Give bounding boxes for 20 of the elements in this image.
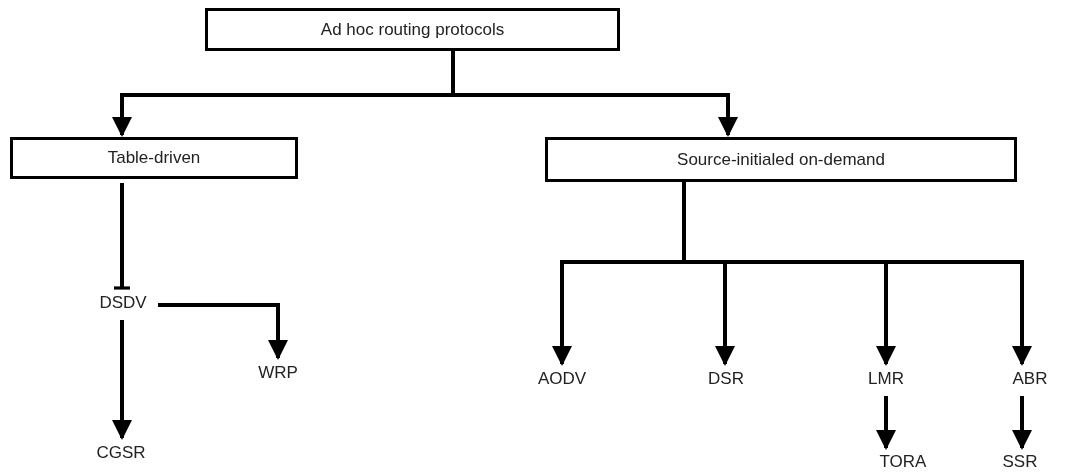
protocol-label: WRP xyxy=(250,360,306,386)
arrow xyxy=(876,396,896,450)
protocol-label: ABR xyxy=(1000,366,1060,392)
protocol-label: AODV xyxy=(528,366,596,392)
protocol-label: DSR xyxy=(700,366,752,392)
arrow xyxy=(112,320,132,440)
arrow xyxy=(1012,396,1032,450)
protocol-label: DSDV xyxy=(92,290,154,316)
box-title: Ad hoc routing protocols xyxy=(320,19,505,40)
protocol-label: CGSR xyxy=(90,440,152,466)
protocol-label: LMR xyxy=(860,366,912,392)
category-box xyxy=(545,137,1017,182)
box-title: Source-initialed on-demand xyxy=(677,149,885,170)
category-box xyxy=(10,137,298,179)
box-title: Table-driven xyxy=(107,148,201,168)
arrow xyxy=(158,303,288,360)
protocol-label: TORA xyxy=(872,450,934,474)
protocol-label: SSR xyxy=(995,450,1045,474)
arrow xyxy=(682,182,1032,366)
category-box xyxy=(205,8,620,51)
